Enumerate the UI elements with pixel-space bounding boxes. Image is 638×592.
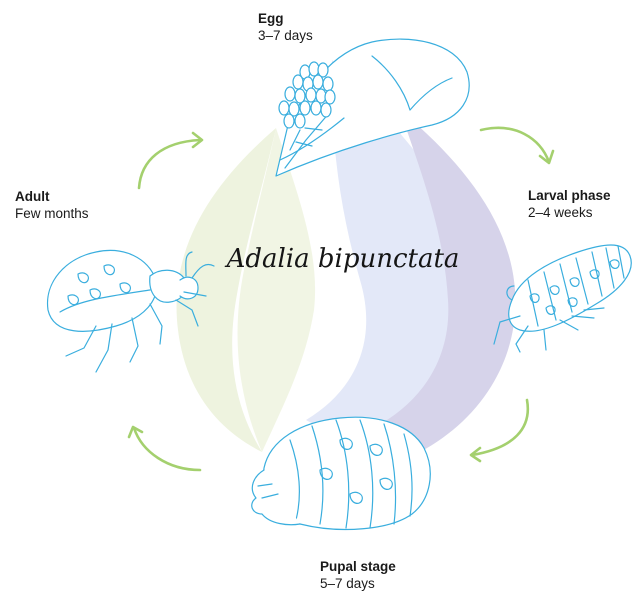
egg: [313, 75, 323, 89]
adult-stage-duration: Few months: [15, 205, 89, 222]
egg: [321, 103, 331, 117]
arrow-adult-to-egg: [139, 140, 200, 188]
egg: [285, 87, 295, 101]
arrow-egg-to-larva: [481, 128, 549, 162]
egg: [325, 90, 335, 104]
egg: [300, 101, 310, 115]
larva-icon: [494, 245, 631, 352]
pupa-icon: [252, 417, 430, 529]
adult-head: [180, 277, 198, 299]
arrow-larva-to-pupa: [472, 400, 528, 455]
pupal-stage-duration: 5–7 days: [320, 575, 396, 592]
egg: [311, 101, 321, 115]
species-title: Adalia bipunctata: [188, 244, 498, 274]
larval-stage-label: Larval phase 2–4 weeks: [528, 187, 611, 221]
egg: [293, 75, 303, 89]
adult-stage-label: Adult Few months: [15, 188, 89, 222]
egg: [284, 114, 294, 128]
egg: [295, 114, 305, 128]
pupal-stage-name: Pupal stage: [320, 558, 396, 575]
larval-stage-name: Larval phase: [528, 187, 611, 204]
egg-stage-duration: 3–7 days: [258, 27, 313, 44]
egg-stage-name: Egg: [258, 10, 313, 27]
arrow-pupa-to-adult: [134, 428, 200, 470]
egg: [323, 77, 333, 91]
egg: [279, 101, 289, 115]
adult-stage-name: Adult: [15, 188, 89, 205]
egg-stage-label: Egg 3–7 days: [258, 10, 313, 44]
egg: [306, 88, 316, 102]
larval-stage-duration: 2–4 weeks: [528, 204, 611, 221]
pupal-stage-label: Pupal stage 5–7 days: [320, 558, 396, 592]
larva-body: [509, 245, 632, 331]
